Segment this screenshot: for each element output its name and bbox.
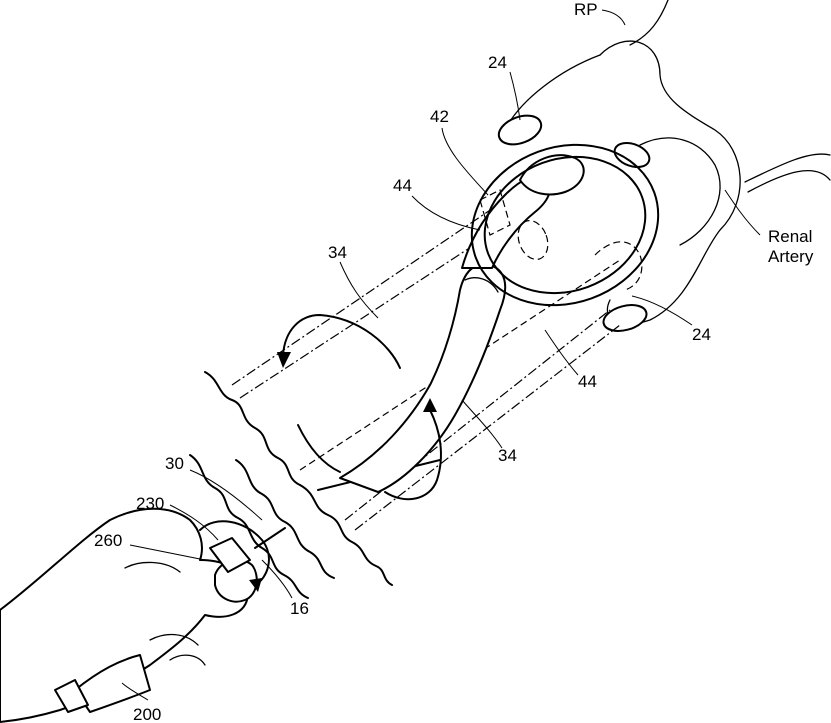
label-24-right: 24 [692,325,711,344]
renal-artery-strand-right-2 [748,171,830,192]
scope-shaft [340,264,505,492]
label-16: 16 [290,599,309,618]
renal-artery-strand-right-1 [745,154,830,182]
renal-pelvis-inner-fold [640,138,720,245]
leader-42 [442,128,488,195]
leader-rp [602,10,625,25]
label-24-top: 24 [488,53,507,72]
calyx-bulb-top [495,110,545,149]
hand-finger-line-3 [170,655,205,665]
leader-34-right [462,400,502,448]
label-44-right: 44 [578,372,597,391]
scope-tip [520,155,584,194]
leader-30 [190,470,262,520]
leader-renal-artery [725,190,760,235]
calyx-bulb-right [611,139,652,172]
leader-16 [262,560,292,598]
leader-44-left [412,196,480,230]
rotation-arrow-upper-path [283,315,400,368]
label-renal: Renal [768,227,812,246]
renal-artery-strand-top [630,0,668,45]
label-260: 260 [94,531,122,550]
label-rp: RP [574,0,598,19]
ureter-cut-edge-bottom [300,485,392,585]
label-artery: Artery [768,247,814,266]
label-230: 230 [136,494,164,513]
label-200: 200 [133,705,161,723]
leader-44-right [545,330,578,375]
label-44-left: 44 [393,176,412,195]
label-42: 42 [430,107,449,126]
label-34-right: 34 [498,446,517,465]
sheath-boundary-4 [355,325,620,530]
ureter-cut-edge-left [205,372,300,485]
label-34-left: 34 [328,243,347,262]
label-30: 30 [165,454,184,473]
leader-24-top [510,72,520,120]
